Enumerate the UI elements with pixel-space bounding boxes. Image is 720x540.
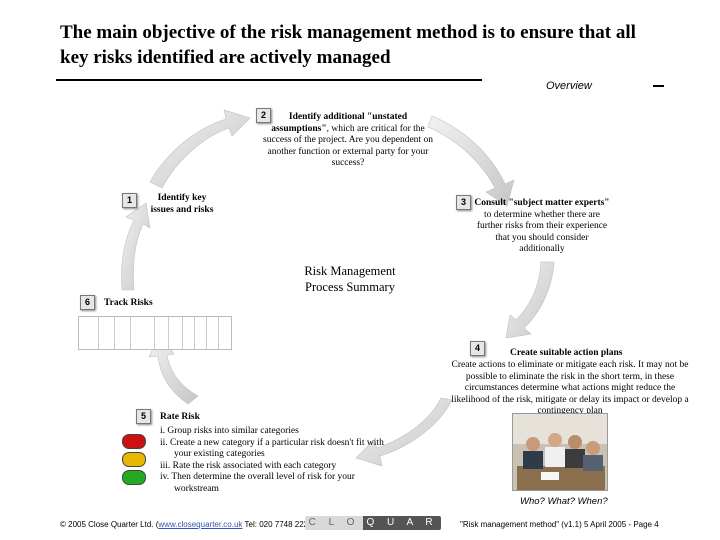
step-1-title-line2: issues and risks — [142, 205, 222, 217]
step-6-badge: 6 — [80, 295, 95, 310]
step-5-item-2: ii. Create a new category if a particula… — [160, 438, 400, 461]
logo-close: C L O S E — [305, 516, 363, 530]
step-5-item-4: iv. Then determine the overall level of … — [160, 472, 400, 495]
step-4-badge: 4 — [470, 341, 485, 356]
close-quarter-logo: C L O S E Q U A R T E R — [305, 516, 441, 530]
step-5-list: i. Group risks into similar categories i… — [160, 426, 400, 495]
step-5-badge: 5 — [136, 409, 151, 424]
step-4-description: Create actions to eliminate or mitigate … — [450, 360, 690, 418]
step-1-text: Identify key issues and risks — [142, 193, 222, 216]
footer-website-link[interactable]: www.closequarter.co.uk — [158, 520, 242, 529]
step-3-description: to determine whether there are further r… — [477, 210, 607, 255]
step-1-title-line1: Identify key — [142, 193, 222, 205]
meeting-photo-image — [513, 414, 607, 490]
process-summary-title: Risk Management Process Summary — [260, 263, 440, 295]
step-2-text: Identify additional "unstated assumption… — [262, 112, 434, 170]
process-summary-line1: Risk Management — [260, 263, 440, 279]
arrow-1-to-2 — [150, 110, 250, 188]
step-1-badge: 1 — [122, 193, 137, 208]
traffic-light-red — [122, 434, 146, 449]
step-4-title: Create suitable action plans — [510, 348, 623, 360]
logo-quarter: Q U A R T E R — [363, 516, 441, 530]
step-3-title: Consult "subject matter experts" — [474, 198, 609, 208]
step-5-item-1: i. Group risks into similar categories — [160, 426, 400, 438]
process-summary-line2: Process Summary — [260, 279, 440, 295]
traffic-light-green — [122, 470, 146, 485]
risk-register-thumbnail — [78, 316, 232, 350]
arrow-6-to-1 — [122, 203, 151, 290]
arrow-3-to-4 — [506, 262, 554, 338]
step-5-item-3: iii. Rate the risk associated with each … — [160, 461, 400, 473]
footer-page-info: "Risk management method" (v1.1) 5 April … — [460, 520, 659, 529]
meeting-photo — [512, 413, 608, 491]
who-what-when: Who? What? When? — [520, 496, 608, 507]
step-3-text: Consult "subject matter experts" to dete… — [474, 198, 610, 256]
footer-copyright-prefix: © 2005 Close Quarter Ltd. ( — [60, 520, 158, 529]
step-5-title: Rate Risk — [160, 412, 200, 424]
step-3-badge: 3 — [456, 195, 471, 210]
footer-copyright: © 2005 Close Quarter Ltd. (www.closequar… — [60, 520, 315, 529]
traffic-light-amber — [122, 452, 146, 467]
step-6-title: Track Risks — [104, 298, 153, 310]
arrow-2-to-3 — [428, 116, 514, 206]
